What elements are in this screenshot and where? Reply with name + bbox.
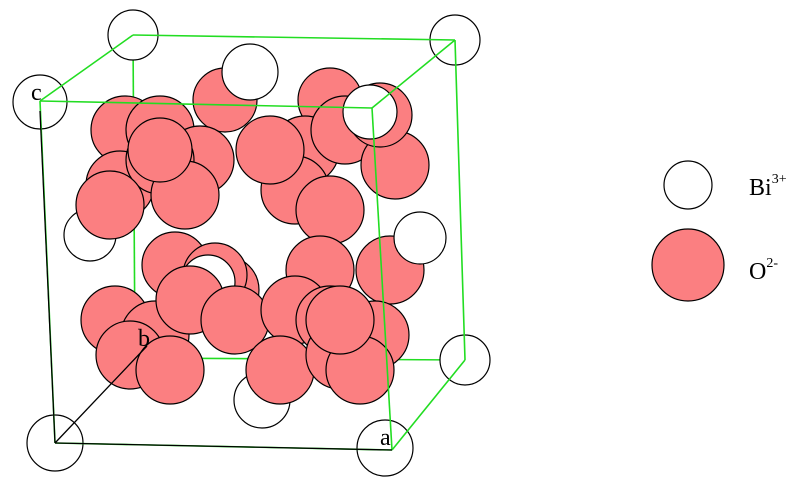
cell-edge-front xyxy=(39,100,373,109)
cell-edge-front xyxy=(391,359,466,451)
oxide-ion-atom xyxy=(127,117,193,183)
axis-c-line xyxy=(39,110,56,444)
cell-edge-front xyxy=(39,34,134,102)
legend-o-charge: 2- xyxy=(766,256,778,271)
legend: Bi3+ O2- xyxy=(651,160,787,302)
oxide-ion-atom xyxy=(295,175,365,245)
oxide-ion-atom xyxy=(135,335,205,405)
cell-edge-front xyxy=(132,34,456,41)
axis-label-b: b xyxy=(138,326,150,352)
bi-ion-atom xyxy=(393,211,447,265)
crystal-axes: a b c xyxy=(31,80,393,451)
legend-bi-label: Bi3+ xyxy=(749,172,787,201)
axis-b-line xyxy=(54,345,148,444)
legend-o-label: O2- xyxy=(749,256,778,285)
atom-layer xyxy=(12,9,491,477)
legend-bi-symbol: Bi xyxy=(749,175,772,201)
cell-edge-front xyxy=(371,107,393,451)
cell-edge-front xyxy=(454,39,466,361)
oxide-ion-atom xyxy=(245,335,315,405)
bi-ion-atom xyxy=(342,84,398,140)
cell-edge-front xyxy=(371,39,456,109)
oxide-ion-atom xyxy=(235,115,305,185)
axis-label-c: c xyxy=(31,80,42,106)
legend-bi-charge: 3+ xyxy=(772,172,787,187)
unit-cell-front-edges xyxy=(39,34,466,451)
oxide-ion-atom xyxy=(75,170,145,240)
legend-bi-swatch xyxy=(663,160,713,210)
axis-a-line xyxy=(54,442,393,451)
legend-o-swatch xyxy=(651,228,725,302)
bi-ion-atom xyxy=(356,419,414,477)
legend-o-symbol: O xyxy=(749,259,766,285)
axis-label-a: a xyxy=(380,425,391,451)
oxide-ion-atom xyxy=(305,285,375,355)
bi-ion-atom xyxy=(221,43,279,101)
